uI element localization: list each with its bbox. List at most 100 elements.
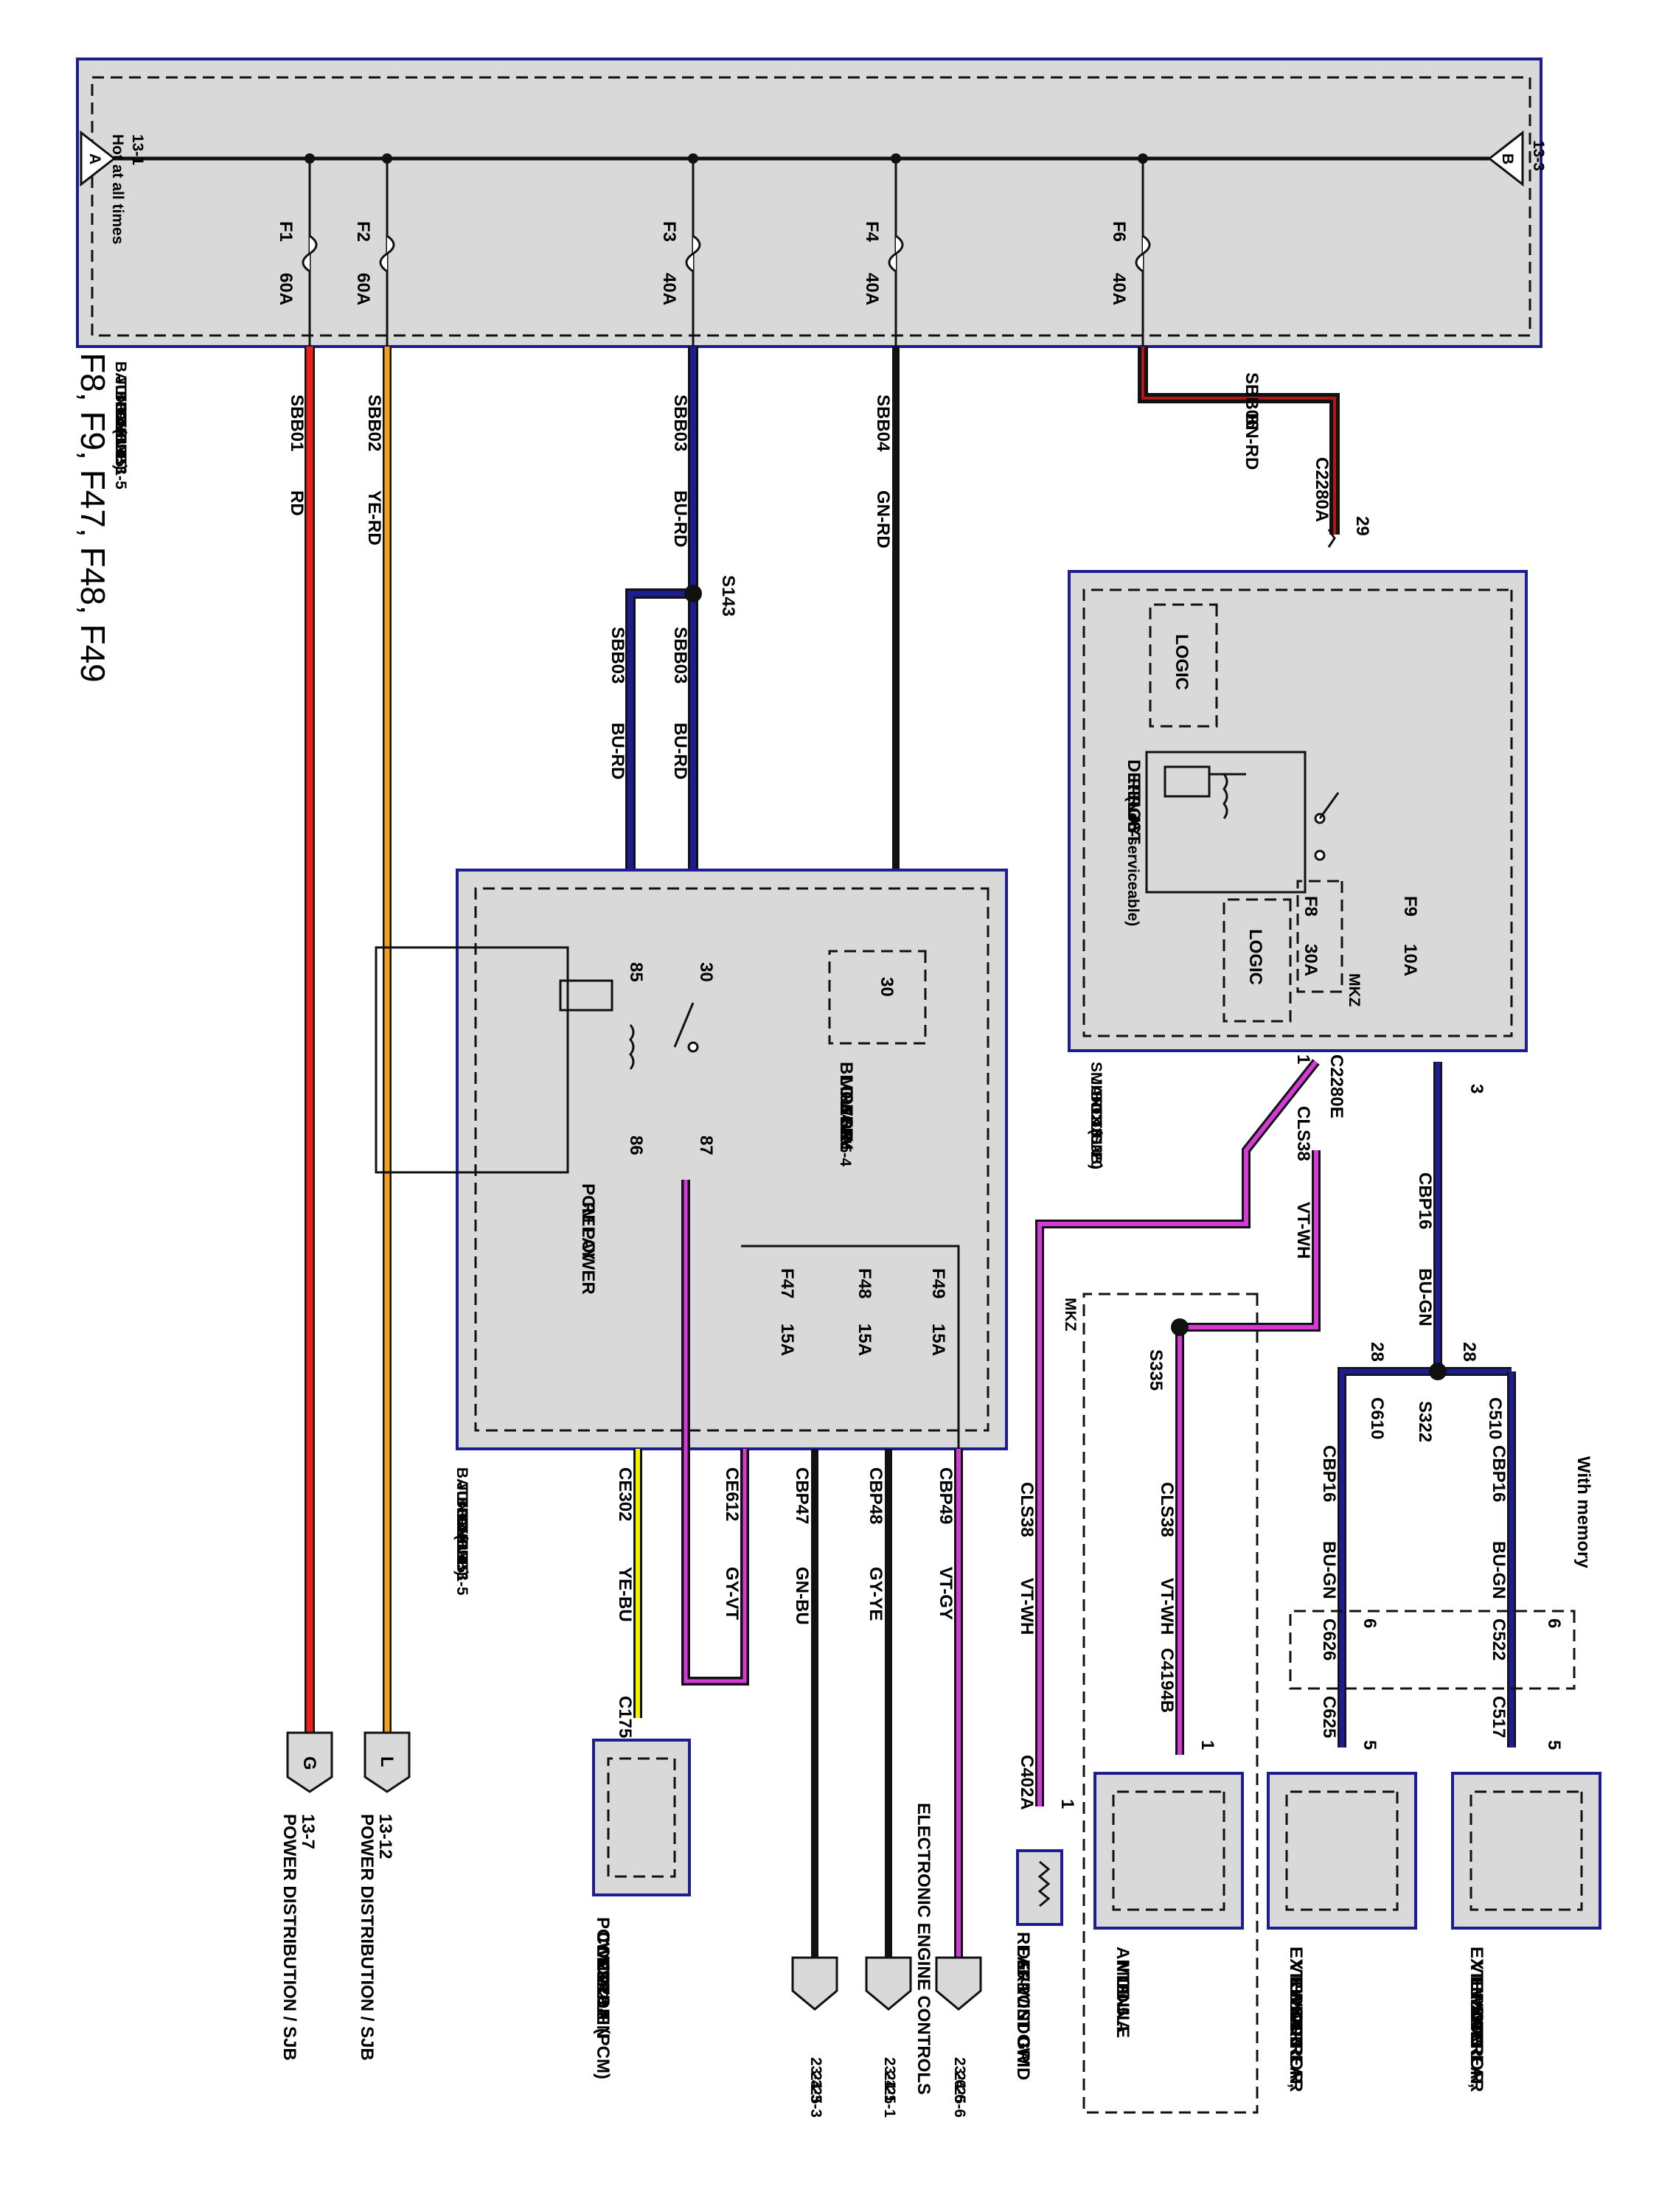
- svg-text:24-1: 24-1: [881, 2072, 898, 2103]
- svg-text:YE-RD: YE-RD: [364, 490, 384, 546]
- svg-text:SBB03: SBB03: [608, 627, 627, 684]
- svg-text:25-3: 25-3: [807, 2087, 824, 2118]
- svg-text:L: L: [377, 1756, 397, 1767]
- fuse-f3-amps: 40A: [659, 273, 679, 305]
- svg-text:15A: 15A: [777, 1324, 797, 1356]
- svg-text:23-6: 23-6: [951, 2057, 968, 2088]
- logic-block-bottom: [1222, 898, 1292, 1023]
- svg-text:CBP16: CBP16: [1415, 1172, 1435, 1229]
- svg-text:ANTENNA: ANTENNA: [1113, 1947, 1133, 2033]
- hot-ref: 13-1: [129, 134, 146, 165]
- svg-text:1: 1: [1057, 1799, 1077, 1809]
- svg-text:LH SIDE: LH SIDE: [1467, 1976, 1486, 2046]
- bjb-top-box: A B Hot at all times 13-1 13-3: [76, 58, 1547, 348]
- c2280a-pin-icon: [1327, 529, 1336, 548]
- svg-text:JUNCTION: JUNCTION: [453, 1482, 470, 1561]
- svg-text:SBB06: SBB06: [1242, 372, 1262, 429]
- eec-arrow-3-icon: [935, 1956, 982, 2011]
- svg-text:VT-WH: VT-WH: [1017, 1578, 1037, 1635]
- svg-text:B: B: [1499, 153, 1516, 164]
- svg-text:C2280E: C2280E: [1326, 1054, 1346, 1119]
- svg-text:28: 28: [1367, 1342, 1387, 1362]
- svg-text:CBP16: CBP16: [1319, 1445, 1339, 1502]
- svg-text:YE-BU: YE-BU: [615, 1567, 635, 1622]
- svg-text:RD: RD: [287, 490, 307, 516]
- logic-top-label: LOGIC: [1172, 634, 1192, 690]
- mirror-lh: EXTERIOR REAR VIEW MIRROR, LH SIDE 124-2…: [1451, 1772, 1601, 2092]
- svg-text:24-1: 24-1: [594, 1976, 611, 2007]
- svg-text:124-6: 124-6: [1287, 2006, 1304, 2045]
- svg-text:C610: C610: [1367, 1397, 1387, 1439]
- defrost-heater-icon: [1037, 1860, 1051, 1907]
- pcm-relay-label-1: PCM POWER: [578, 1183, 598, 1295]
- svg-text:S322: S322: [1415, 1401, 1435, 1442]
- svg-text:151-3: 151-3: [112, 435, 129, 475]
- svg-text:A: A: [86, 153, 103, 164]
- pcm-pin-86: 86: [626, 1135, 646, 1155]
- with-memory-label: With memory: [1573, 1456, 1593, 1568]
- svg-text:1: 1: [1293, 1054, 1313, 1064]
- svg-text:JUNCTION: JUNCTION: [112, 376, 129, 455]
- relay-label-1: DEFROST: [1124, 759, 1144, 844]
- fuse-f2-icon: [379, 234, 395, 273]
- svg-text:VT-WH: VT-WH: [1293, 1202, 1313, 1259]
- svg-text:25-6: 25-6: [951, 2087, 968, 2118]
- fuse-f3-label: F3: [659, 221, 679, 242]
- f9-amps: 10A: [1400, 944, 1420, 976]
- svg-text:SBB01: SBB01: [287, 394, 307, 451]
- svg-text:55-4: 55-4: [837, 1135, 854, 1166]
- svg-text:130-5: 130-5: [1113, 1976, 1130, 2016]
- pcm-module: POWERTRAIN CONTROL MODULE (PCM) 23-1 24-…: [592, 1739, 691, 2079]
- f8-mkz-group: [1296, 880, 1343, 993]
- fuse-f2-label: F2: [353, 221, 373, 242]
- svg-text:BATTERY: BATTERY: [453, 1467, 470, 1539]
- wire-cbp49: CBP49 VT-GY: [936, 1449, 963, 1958]
- svg-text:C626: C626: [1319, 1618, 1339, 1660]
- svg-text:54-1: 54-1: [837, 1106, 854, 1137]
- bjb-top-label: BATTERY JUNCTION BOX (BJB) 11-1 151-1 15…: [112, 361, 129, 490]
- svg-text:3: 3: [1467, 1084, 1486, 1093]
- eec-group: ELECTRONIC ENGINE CONTROLS 23-3 24-3 25-…: [791, 1803, 982, 2118]
- svg-text:VIEW MIRROR,: VIEW MIRROR,: [1467, 1961, 1486, 2088]
- defrost-relay-body: [1145, 751, 1307, 894]
- fuse-f4-node-icon: [891, 153, 901, 164]
- svg-text:124-2: 124-2: [1287, 1991, 1304, 2031]
- offpage-g: G POWER DISTRIBUTION / SJB 13-7: [279, 1731, 333, 2061]
- wire-cbp48: CBP48 GY-YE: [866, 1449, 892, 1958]
- svg-text:24-6: 24-6: [951, 2072, 968, 2103]
- relay-switch-icon: [1318, 792, 1340, 819]
- svg-text:56-1: 56-1: [1014, 1961, 1031, 1992]
- f8-amps: 30A: [1301, 944, 1321, 976]
- svg-text:BU-RD: BU-RD: [670, 490, 690, 547]
- svg-text:MODULE (PCM): MODULE (PCM): [593, 1947, 613, 2079]
- svg-text:CLS38: CLS38: [1157, 1482, 1177, 1537]
- fuse-f2-node-icon: [382, 153, 392, 164]
- svg-text:BU-GN: BU-GN: [1319, 1541, 1339, 1599]
- offpage-l: L POWER DISTRIBUTION / SJB 13-12: [357, 1731, 411, 2061]
- svg-text:151-20: 151-20: [1088, 1121, 1105, 1169]
- fuse-f6-node-icon: [1138, 153, 1148, 164]
- svg-text:25-1: 25-1: [594, 1991, 611, 2022]
- svg-text:POWER DISTRIBUTION / SJB: POWER DISTRIBUTION / SJB: [279, 1814, 299, 2061]
- hot-label: Hot at all times: [109, 134, 126, 244]
- svg-text:C2280A: C2280A: [1312, 457, 1332, 522]
- svg-text:RH SIDE: RH SIDE: [1286, 1976, 1306, 2048]
- svg-text:11-1: 11-1: [112, 406, 129, 436]
- wire-sbb06: SBB06 BN-RD C2280A 29: [1138, 347, 1372, 548]
- svg-text:CLS38: CLS38: [1017, 1482, 1037, 1537]
- svg-text:SMART: SMART: [1088, 1062, 1105, 1117]
- logic-bottom-label: LOGIC: [1245, 929, 1265, 985]
- svg-text:151-3: 151-3: [453, 1541, 470, 1581]
- svg-text:24-3: 24-3: [807, 2072, 824, 2103]
- svg-text:CBP16: CBP16: [1489, 1445, 1509, 1502]
- fuse-bus: [741, 1245, 960, 1449]
- svg-text:BOX (BJB): BOX (BJB): [112, 391, 129, 470]
- wire-ce612: CE612 GY-VT: [681, 1180, 749, 1686]
- svg-text:151-5: 151-5: [112, 450, 129, 490]
- svg-text:1: 1: [1197, 1740, 1217, 1750]
- svg-text:GY-YE: GY-YE: [866, 1567, 886, 1621]
- fuse-f4-amps: 40A: [862, 273, 882, 305]
- svg-text:VIEW MIRROR,: VIEW MIRROR,: [1286, 1961, 1306, 2088]
- c626-c522-group: [1289, 1610, 1576, 1690]
